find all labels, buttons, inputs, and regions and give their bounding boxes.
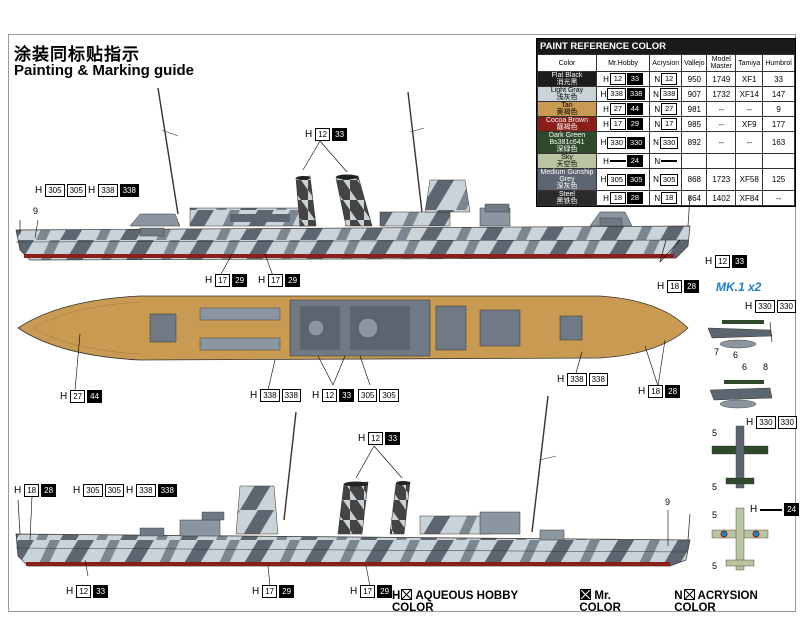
mm-code: 1402 [706, 190, 737, 206]
part-number-5-c: 5 [712, 510, 718, 520]
aircraft-title: MK.1 x2 [716, 280, 762, 294]
title-english: Painting & Marking guide [14, 62, 195, 79]
deck-plan-view [17, 295, 689, 391]
side-view-starboard [15, 87, 691, 277]
mm-code: 1749 [706, 71, 737, 87]
part-number-6-a: 6 [733, 350, 739, 360]
legend-mr-color: Mr. COLOR [579, 589, 621, 614]
part-number-6-b: 6 [742, 362, 748, 372]
paint-table-title: PAINT REFERENCE COLOR [537, 39, 795, 54]
col-modelmaster: Model Master [706, 54, 737, 72]
part-number-5-d: 5 [712, 561, 718, 571]
humbrol-code: 33 [762, 71, 795, 87]
legend-aqueous-icon [401, 589, 413, 600]
humbrol-code: 147 [762, 86, 795, 102]
legend-aqueous: H AQUEOUS HOBBY COLOR [392, 589, 518, 614]
part-number-9-bottom: 9 [665, 497, 671, 507]
legend-acrysion-icon [683, 589, 695, 600]
aircraft-views [707, 320, 773, 571]
part-number-9-top: 9 [33, 206, 39, 216]
legend-acrysion: N ACRYSION COLOR [674, 589, 758, 614]
part-number-8: 8 [763, 362, 769, 372]
part-number-7: 7 [714, 347, 720, 357]
paint-brand-legend: H AQUEOUS HOBBY COLOR Mr. COLOR N ACRYSI… [392, 589, 800, 614]
paint-reference-table: PAINT REFERENCE COLOR Color Mr.Hobby Acr… [536, 38, 796, 207]
part-number-5-a: 5 [712, 428, 718, 438]
title-chinese: 涂装同标贴指示 [14, 45, 140, 64]
part-number-5-b: 5 [712, 482, 718, 492]
paint-table-grid: Color Mr.Hobby Acrysion Vallejo Model Ma… [537, 54, 795, 206]
col-humbrol: Humbrol [762, 54, 795, 72]
side-view-port [15, 395, 691, 587]
paint-table-header-row: Color Mr.Hobby Acrysion Vallejo Model Ma… [537, 54, 795, 72]
humbrol-code: -- [762, 190, 795, 206]
legend-mr-icon [580, 589, 592, 600]
